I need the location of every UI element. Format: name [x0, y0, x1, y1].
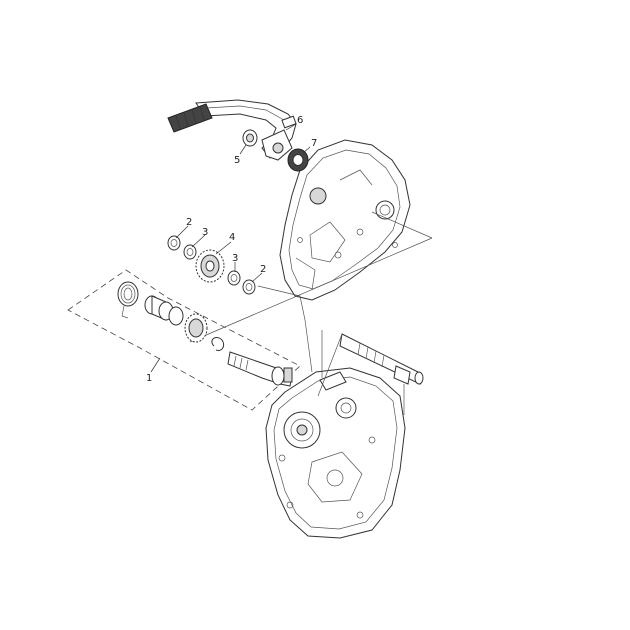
callout-2-upper: 2: [186, 217, 192, 228]
oil-seal: [287, 148, 309, 172]
left-crankcase: [265, 367, 406, 539]
ratchet-gear: [184, 313, 208, 343]
callout-2-lower: 2: [260, 264, 266, 275]
nut: [242, 129, 258, 147]
crankcase-guide-lines: [317, 330, 405, 415]
assembly-guide-lines: [189, 211, 433, 373]
spindle-clip: [211, 337, 225, 351]
right-crankcase-cover: [279, 139, 411, 301]
spindle-shaft: [227, 351, 293, 387]
kick-starter-spindle-assembly: [67, 269, 301, 411]
callout-leaders: [150, 123, 311, 373]
spindle-washer: [168, 306, 184, 326]
callout-labels: 1 2 2 3 3 4 5 6 7: [146, 115, 317, 384]
washer-upper-left: [183, 244, 197, 260]
circlip-lower-right: [242, 279, 256, 295]
callout-4: 4: [229, 232, 235, 243]
callout-3-upper: 3: [202, 227, 208, 238]
washer-lower-right: [227, 270, 241, 286]
spring-collar: [144, 295, 174, 321]
shaft: [339, 333, 424, 385]
callout-7: 7: [311, 138, 317, 149]
callout-6: 6: [297, 115, 303, 126]
callout-5: 5: [234, 155, 240, 166]
lever-rubber-grip: [167, 103, 213, 133]
callout-3-lower: 3: [232, 253, 238, 264]
circlip-upper-left: [167, 235, 181, 251]
return-spring: [117, 281, 139, 319]
callout-1: 1: [146, 373, 152, 384]
kick-start-lever: [167, 99, 297, 161]
kick-idle-gear: [195, 249, 225, 283]
